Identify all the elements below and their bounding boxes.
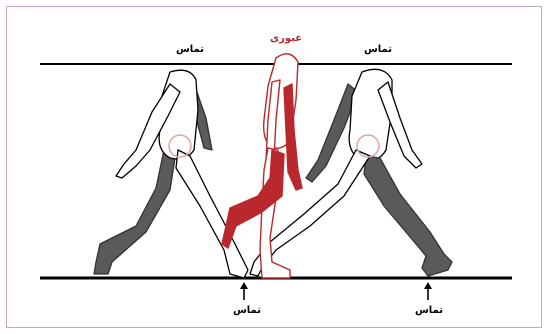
left-figure-back-leg xyxy=(94,150,176,274)
passing-figure-back-leg xyxy=(222,150,284,248)
right-figure-back-leg xyxy=(364,156,452,276)
contact-arrow-right xyxy=(424,282,432,300)
passing-figure-back-arm xyxy=(284,84,302,190)
passing-label-top: عبوری xyxy=(270,33,302,44)
right-figure-torso xyxy=(349,69,392,161)
contact-arrow-mid xyxy=(240,282,248,300)
contact-label-right-top: تماس xyxy=(364,44,392,55)
contact-label-bottom-mid: تماس xyxy=(233,305,261,316)
contact-label-left-top: تماس xyxy=(176,44,204,55)
left-contact-figure xyxy=(94,70,248,278)
contact-label-bottom-right: تماس xyxy=(415,305,443,316)
